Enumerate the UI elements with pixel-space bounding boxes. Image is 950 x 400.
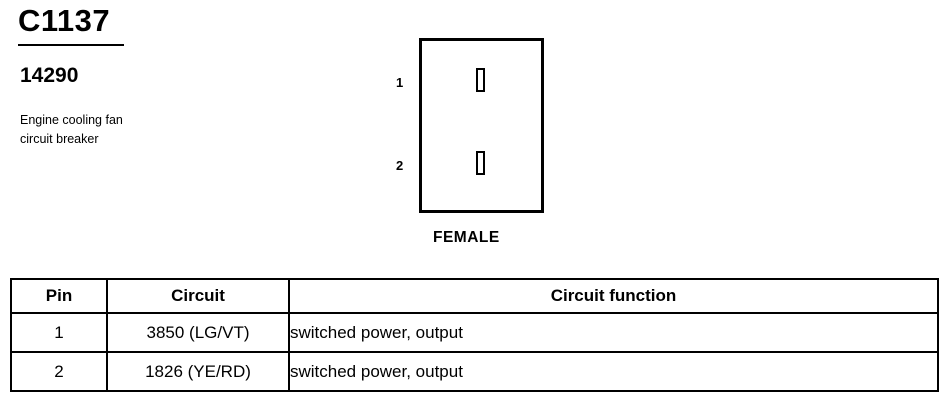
table-header-row: Pin Circuit Circuit function [10,278,939,314]
cell-function: switched power, output [288,351,939,392]
cell-circuit: 3850 (LG/VT) [106,312,290,353]
connector-gender-label: FEMALE [433,229,500,246]
header-pin: Pin [10,278,108,314]
connector-id: C1137 [18,3,111,38]
cell-pin: 1 [10,312,108,353]
cell-circuit: 1826 (YE/RD) [106,351,290,392]
connector-description: Engine cooling fan circuit breaker [20,111,210,149]
part-number: 14290 [20,64,79,87]
connector-face [419,38,544,213]
pin-label-1: 1 [396,75,404,90]
connector-id-underline [18,44,124,46]
table-row: 1 3850 (LG/VT) switched power, output [10,312,939,353]
cell-pin: 2 [10,351,108,392]
pin-table: Pin Circuit Circuit function 1 3850 (LG/… [10,278,939,392]
pin-label-2: 2 [396,158,404,173]
description-line: circuit breaker [20,132,99,146]
pin-cavity-1 [476,68,485,92]
pin-cavity-2 [476,151,485,175]
header-circuit-function: Circuit function [288,278,939,314]
table-row: 2 1826 (YE/RD) switched power, output [10,351,939,392]
cell-function: switched power, output [288,312,939,353]
header-circuit: Circuit [106,278,290,314]
description-line: Engine cooling fan [20,113,123,127]
